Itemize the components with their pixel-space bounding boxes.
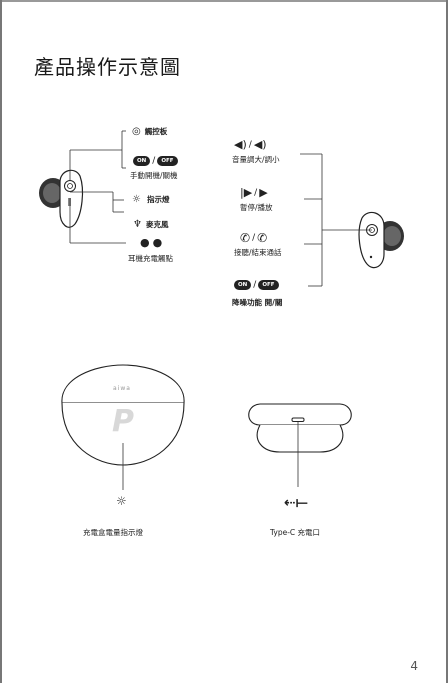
port-label: Type-C 充電口 (270, 528, 321, 537)
volume-icon: ◀) (234, 138, 247, 151)
anc-off-pill: OFF (258, 280, 279, 290)
mic-label-row: ♆ 麥克風 (133, 219, 168, 230)
power-label: 手動開機/關機 (130, 171, 178, 180)
page-number: 4 (410, 659, 418, 673)
call-label: 接聽/結束通話 (234, 248, 282, 257)
anc-on-pill: ON (234, 280, 252, 290)
usb-icon-row: ⇠⟝ (284, 495, 307, 511)
charging-case-illustration (61, 364, 185, 490)
charge-contacts-label: 耳機充電觸點 (128, 254, 173, 263)
slash: / (253, 280, 257, 290)
off-pill: OFF (157, 156, 178, 166)
slash: / (252, 233, 256, 243)
anc-pills-row: ON / OFF (234, 280, 279, 290)
page-title: 產品操作示意圖 (34, 55, 181, 79)
dots-icon: ●● (140, 236, 166, 249)
slash: / (254, 187, 258, 198)
page-left-edge (0, 0, 2, 683)
mic-icon: ♆ (133, 219, 142, 230)
mic-label: 麥克風 (145, 220, 169, 229)
volume-icons-row: ◀) / ◀) (234, 138, 267, 151)
volume-down-icon: ◀) (253, 138, 267, 151)
bulb-icon: ☼ (116, 494, 127, 508)
play-icon: ▶ (259, 186, 268, 199)
volume-label: 音量調大/調小 (232, 155, 280, 164)
usb-icon: ⇠⟝ (284, 495, 308, 511)
touchpad-label: 觸控板 (144, 127, 168, 136)
left-leader-lines (69, 130, 126, 244)
play-pause-icon: |▶ (240, 186, 253, 199)
charge-contacts-row: ●● (140, 236, 165, 249)
call-icons-row: ✆ / ✆ (240, 231, 267, 245)
fingerprint-icon: ◎ (132, 126, 141, 137)
indicator-label: 指示燈 (146, 195, 170, 204)
power-pills-row: ON / OFF (133, 156, 178, 166)
left-earbud-illustration (39, 169, 84, 228)
anc-label: 降噪功能 開/關 (232, 298, 283, 307)
slash: / (248, 139, 252, 150)
indicator-label-row: ☼ 指示燈 (132, 194, 169, 205)
case-indicator-icon-row: ☼ (116, 494, 127, 508)
phone-icon: ✆ (240, 231, 251, 245)
case-port-illustration (248, 403, 352, 487)
case-logo-letter: P (112, 404, 134, 439)
right-earbud-illustration (358, 211, 404, 269)
case-indicator-label: 充電盒電量指示燈 (83, 528, 143, 537)
page-top-edge (0, 0, 448, 2)
on-pill: ON (133, 156, 151, 166)
right-leader-lines (300, 153, 372, 287)
bulb-icon: ☼ (132, 194, 141, 205)
touchpad-label-row: ◎ 觸控板 (132, 126, 167, 137)
page-right-edge (446, 0, 448, 683)
playpause-label: 暫停/播放 (240, 203, 273, 212)
playpause-icons-row: |▶ / ▶ (240, 186, 268, 199)
slash: / (152, 156, 156, 166)
case-brand-text: aiwa (113, 385, 131, 392)
phone-end-icon: ✆ (257, 231, 268, 245)
